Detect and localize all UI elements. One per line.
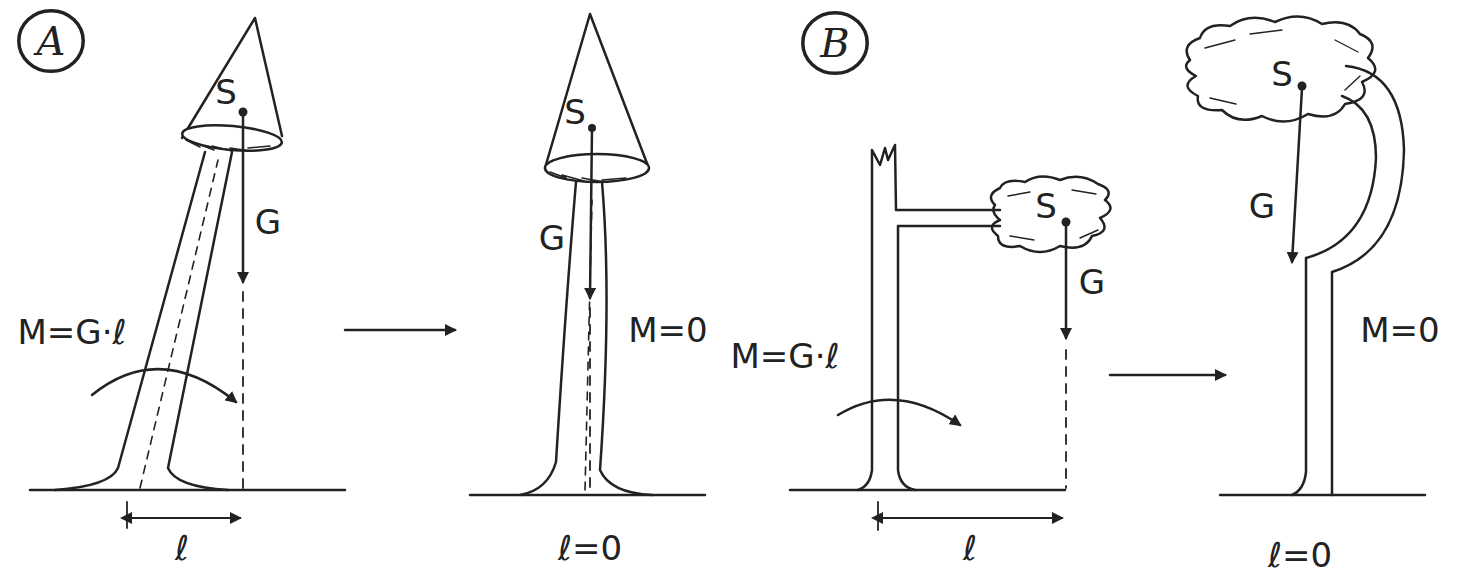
figure-letter: B [820,23,849,63]
figure-label: M=G·ℓ [15,314,128,350]
figure-label: S [562,94,588,130]
figure-label: G [1247,188,1277,224]
figure-label: M=G·ℓ [728,338,841,374]
figure-label: S [213,74,239,110]
figure-label: S [1269,56,1295,92]
figure-label: G [537,220,567,256]
figure-label: ℓ [173,530,191,566]
figure-label: ℓ=0 [1266,537,1334,573]
figure-label: G [1077,264,1107,300]
figure-label: S [1033,188,1059,224]
figure-label: M=0 [626,312,709,348]
figure-label: ℓ=0 [556,530,624,566]
figure-label: G [253,204,283,240]
circled-letter: A [16,8,86,74]
figure-label: M=0 [1358,312,1441,348]
circled-letter: B [800,10,870,76]
figure-label: ℓ [961,530,979,566]
figure-letter: A [37,21,66,61]
